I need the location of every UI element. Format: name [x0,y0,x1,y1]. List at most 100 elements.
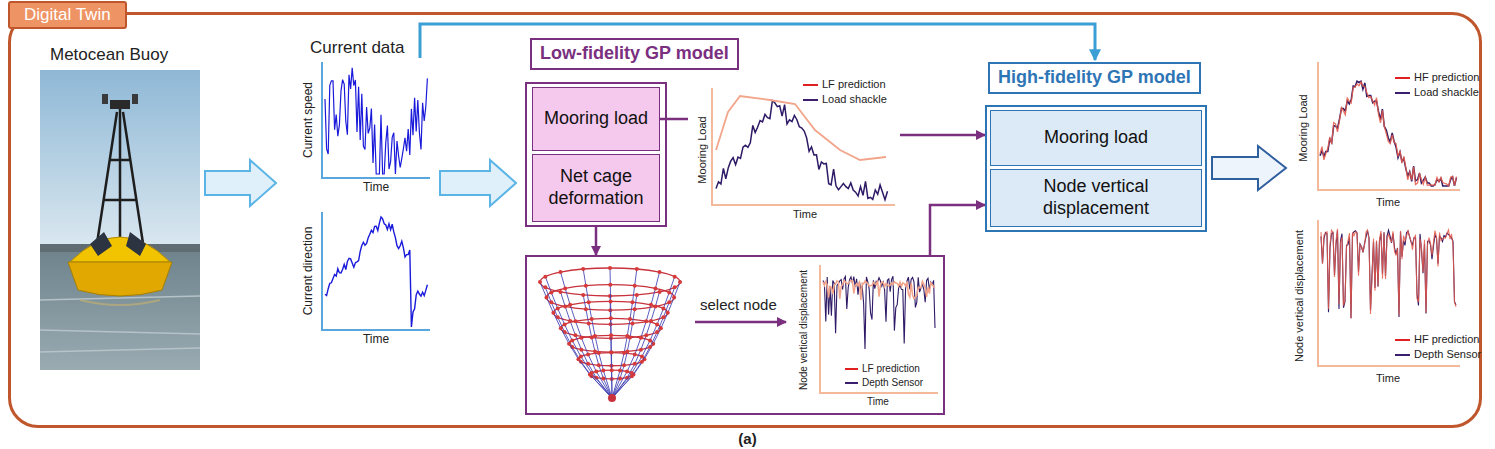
net-knot [549,291,553,295]
process-box: Mooring load [990,110,1202,166]
legend-line [845,368,858,370]
chart-axes [322,62,430,178]
hf-model-box: High-fidelity GP modelMooring loadNode v… [985,105,1207,232]
chart-label: LF prediction [862,363,920,375]
chart-label: Time [793,208,817,221]
net-knot [609,351,613,355]
net-knot [618,377,622,381]
net-knot [586,352,590,356]
legend-line [1395,354,1410,356]
net-knot [661,306,665,310]
flow-arrow [440,160,516,206]
net-knot [581,293,585,297]
chart-label: Time [867,396,889,408]
net-knot [608,266,612,270]
axis-label: Current speed [302,82,316,158]
net-knot [590,371,594,375]
net-knot [657,270,661,274]
net-knot [597,363,601,367]
buoy-dome [70,237,170,262]
net-knot [579,336,583,340]
buoy-sensor [102,94,108,104]
net-knot [630,371,634,375]
net-knot [648,338,652,342]
net-knot [657,290,661,294]
net-knot [633,307,637,311]
chart-label: Depth Sensor [1414,348,1481,361]
net-knot [579,348,583,352]
net-knot [673,285,677,289]
net-knot [609,350,613,354]
model-title: Low-fidelity GP model [530,38,739,70]
flow-arrow [205,160,276,206]
net-knot [655,330,659,334]
net-knot [640,355,644,359]
process-box: Net cage deformation [532,154,660,222]
sky [40,70,200,250]
net-knot [667,300,671,304]
net-knot [648,345,652,349]
net-line [612,277,675,398]
sea [40,252,200,370]
box-label: Node vertical displacement [991,176,1201,219]
net-knot [618,369,622,373]
net-knot [610,368,614,372]
net-knot [601,377,605,381]
net-cage [538,266,682,402]
axis-label: Node vertical displacement [798,268,810,393]
flow-connector [595,227,598,255]
lf-curve [823,280,935,300]
process-box: Mooring load [532,87,660,151]
legend-line [803,99,818,101]
net-knot [593,349,597,353]
net-knot [590,317,594,321]
load-signal [716,101,888,200]
net-knot [563,304,567,308]
legend-line [1395,92,1410,94]
flow-connector [930,205,985,255]
direction-signal [325,217,427,327]
net-knot [666,311,670,315]
lf-model-box: Low-fidelity GP modelMooring loadNet cag… [525,82,667,227]
net-knot [625,369,629,373]
chart-label: Time [1376,196,1400,209]
net-knot [568,319,572,323]
net-knot [608,283,612,287]
flow-connector [660,119,985,135]
legend-line [845,382,858,384]
speed-signal [325,68,427,174]
legend-line [1395,77,1410,79]
process-box: Node vertical displacement [990,169,1202,227]
chart-label: HF prediction [1414,71,1479,84]
frame-tab: Digital Twin [8,1,127,29]
net-knot [551,311,555,315]
net-knot [644,333,648,337]
sinker [608,394,616,402]
net-knot [644,319,648,323]
net-knot [573,333,577,337]
net-knot [584,307,588,311]
net-knot [538,280,542,284]
net-knot [653,286,657,290]
net-knot [581,267,585,271]
net-knot [609,333,613,337]
axis-label: Node vertical displacement [1293,229,1306,364]
hf-curve [1321,229,1456,318]
feed-line [420,24,1095,60]
net-knot [633,352,637,356]
net-knot [587,300,591,304]
figure-caption: (a) [0,430,1495,447]
select-arrow [695,321,786,324]
net-knot [630,321,634,325]
net-knot [649,303,653,307]
net-knot [673,275,677,279]
depth-signal [823,276,935,349]
legend-line [803,84,818,86]
digital-twin-frame: Digital TwinLow-fidelity GP modelMooring… [8,12,1482,428]
net-line [561,292,613,398]
net-knot [563,286,567,290]
net-knot [543,275,547,279]
net-knot [609,299,613,303]
net-knot [649,319,653,323]
net-knot [559,270,563,274]
